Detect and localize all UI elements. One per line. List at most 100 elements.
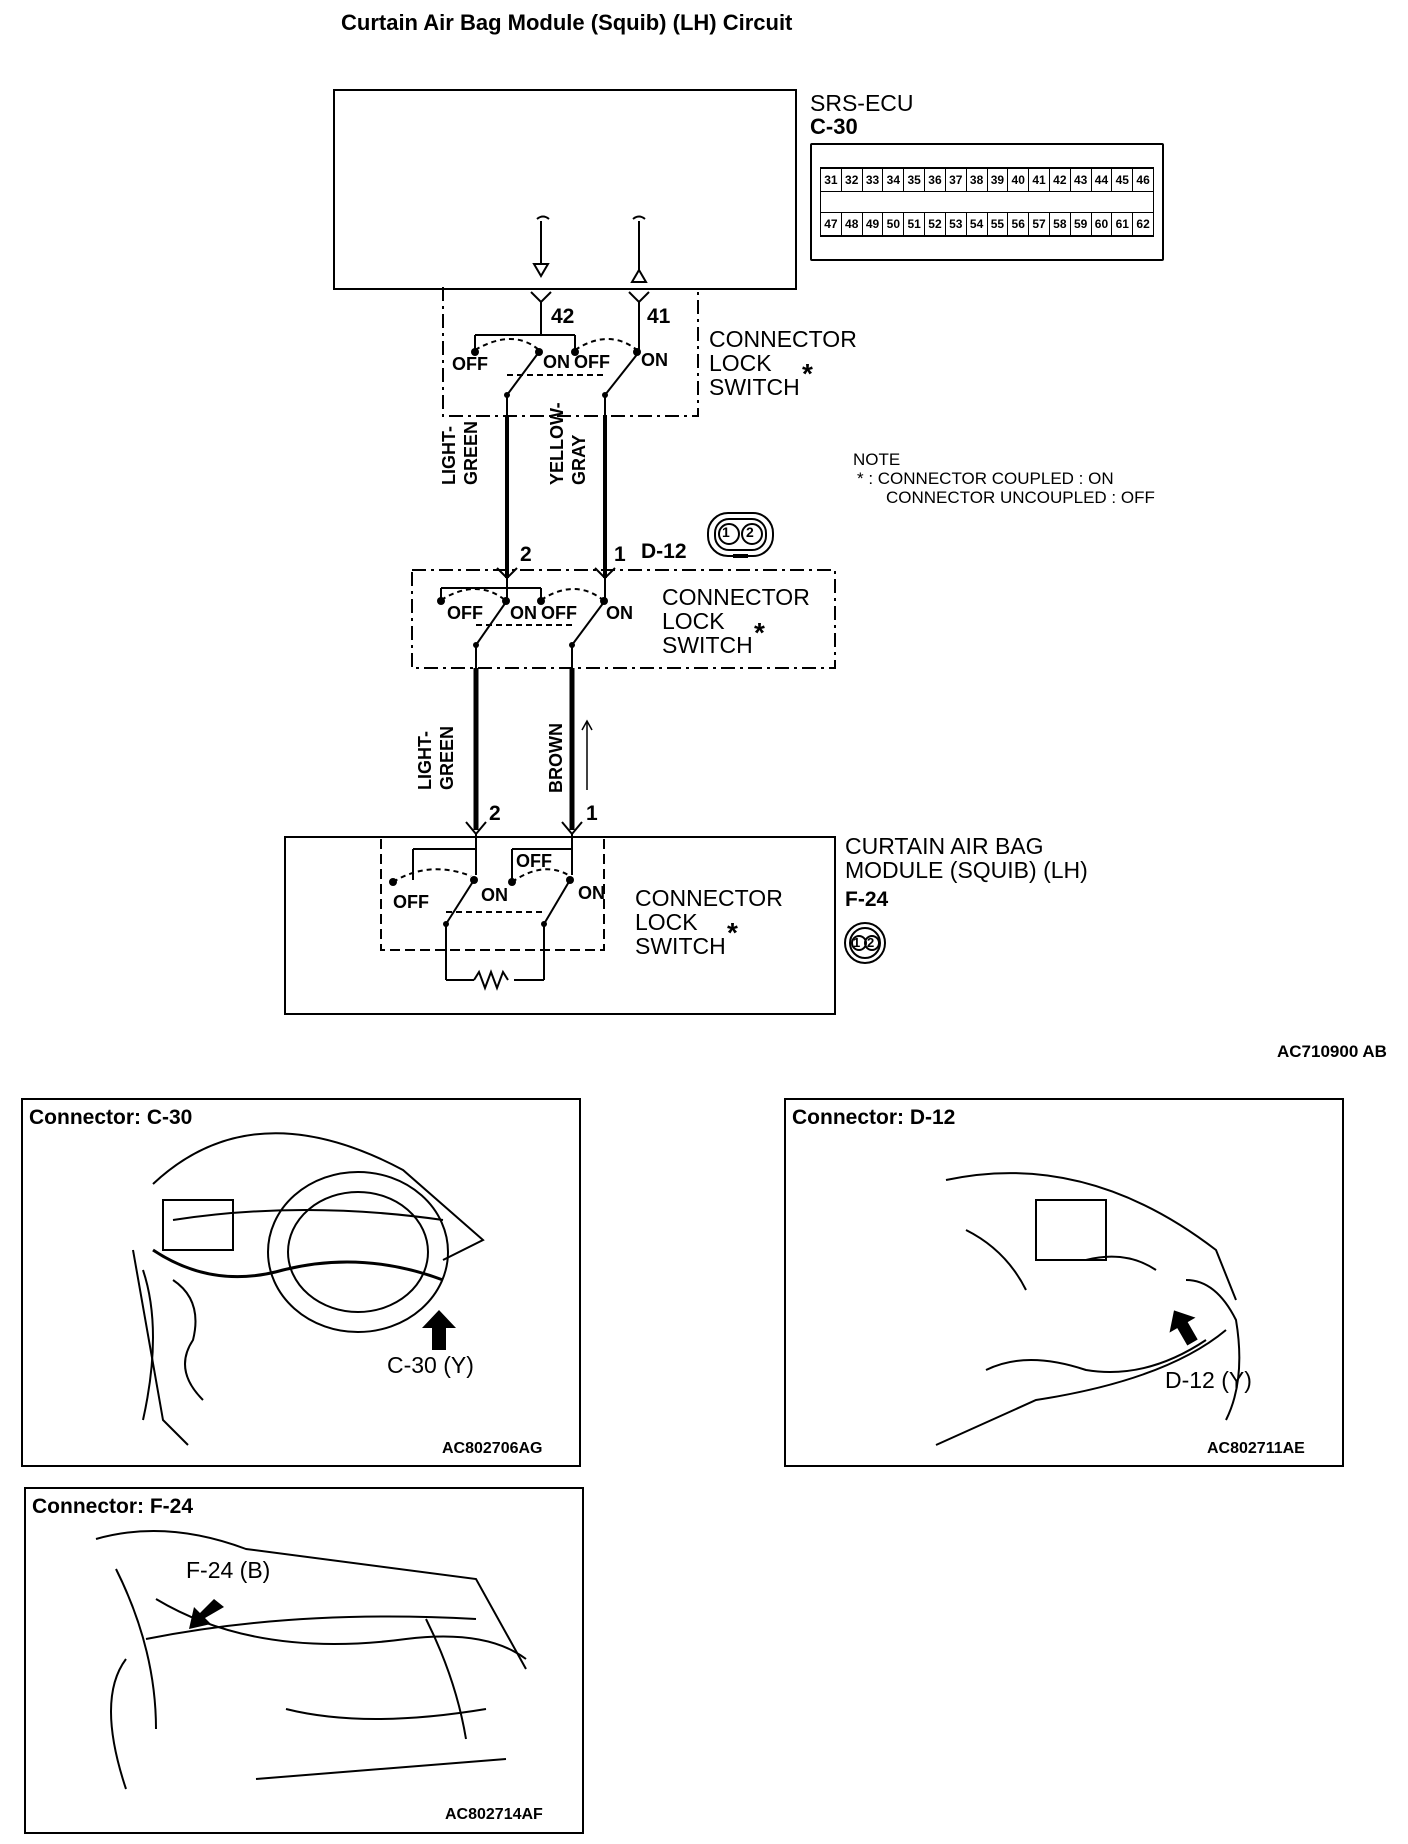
ecu-terminal-41: 41	[647, 305, 671, 328]
mid-asterisk: *	[754, 617, 765, 648]
ecu-connector-code: C-30	[810, 114, 858, 139]
panel-callout: C-30 (Y)	[387, 1352, 474, 1378]
pin-cell: 33	[863, 169, 884, 191]
pin-cell: 37	[946, 169, 967, 191]
ecu-name: SRS-ECU	[810, 90, 914, 116]
wire-label-line: BROWN	[546, 723, 566, 793]
panel-title: Connector: C-30	[29, 1106, 193, 1129]
d12-face-pin-2: 2	[746, 524, 754, 540]
pin-cell: 44	[1092, 169, 1113, 191]
ecu-terminal-42: 42	[551, 305, 575, 328]
f24-pin-1: 1	[586, 802, 598, 825]
f24-pin-2: 2	[489, 802, 501, 825]
upper-on-left: ON	[543, 352, 570, 372]
panel-callout: F-24 (B)	[186, 1557, 271, 1583]
arrow-icon	[422, 1310, 456, 1350]
pin-cell: 59	[1071, 213, 1092, 235]
panel-code: AC802711AE	[1207, 1440, 1305, 1457]
module-switch-label: CONNECTOR LOCK SWITCH	[635, 885, 783, 959]
wire-brown: BROWN	[545, 723, 567, 793]
mid-on-right: ON	[606, 603, 633, 623]
pin-cell: 42	[1050, 169, 1071, 191]
module-asterisk: *	[727, 917, 738, 948]
f24-face-pin-1: 1	[853, 935, 861, 950]
dashboard-illustration	[132, 1132, 485, 1446]
pin-cell: 58	[1050, 213, 1071, 235]
trunk-illustration	[95, 1530, 527, 1790]
wire-light-green-upper: LIGHT- GREEN	[438, 421, 482, 485]
module-name: CURTAIN AIR BAG MODULE (SQUIB) (LH)	[845, 833, 1088, 883]
floor-illustration	[935, 1172, 1241, 1446]
pin-cell: 57	[1029, 213, 1050, 235]
pin-cell: 41	[1029, 169, 1050, 191]
pin-cell: 47	[821, 213, 842, 235]
pin-cell: 61	[1112, 213, 1134, 235]
pin-cell: 56	[1008, 213, 1030, 235]
f24-face-icon	[844, 922, 886, 964]
note-line-2: CONNECTOR UNCOUPLED : OFF	[886, 488, 1155, 507]
wire-label-line: GRAY	[569, 434, 589, 485]
upper-asterisk: *	[802, 358, 813, 389]
pin-cell: 38	[967, 169, 988, 191]
panel-callout: D-12 (Y)	[1165, 1367, 1252, 1393]
pin-cell: 36	[925, 169, 946, 191]
wire-label-line: LIGHT-	[439, 426, 459, 485]
pin-cell: 46	[1136, 173, 1150, 187]
pin-cell: 51	[904, 213, 926, 235]
d12-code: D-12	[641, 540, 687, 563]
pin-cell: 45	[1112, 169, 1134, 191]
upper-switch-label: CONNECTOR LOCK SWITCH	[709, 326, 857, 400]
pin-cell: 60	[1092, 213, 1113, 235]
pin-cell: 32	[842, 169, 863, 191]
pin-cell: 49	[863, 213, 884, 235]
panel-code: AC802714AF	[445, 1806, 543, 1823]
mid-off-right: OFF	[541, 603, 577, 623]
upper-off-right: OFF	[574, 352, 610, 372]
note-line-1: * : CONNECTOR COUPLED : ON	[857, 469, 1114, 488]
wire-light-green-lower: LIGHT- GREEN	[414, 726, 458, 790]
pin-cell: 40	[1008, 169, 1030, 191]
mod-on-left: ON	[481, 885, 508, 905]
upper-off-left: OFF	[452, 354, 488, 374]
panel-title: Connector: F-24	[32, 1495, 194, 1518]
wire-label-line: LIGHT-	[415, 731, 435, 790]
panel-connector-d12: Connector: D-12 D-12 (Y) AC802711AE	[784, 1098, 1344, 1467]
note-heading: NOTE	[853, 450, 901, 469]
diagram-title: Curtain Air Bag Module (Squib) (LH) Circ…	[341, 10, 793, 35]
panel-connector-c30: Connector: C-30 C-30 (Y) AC802706AG	[21, 1098, 581, 1467]
d12-face-icon	[707, 512, 774, 558]
pin-cell: 52	[925, 213, 946, 235]
srs-ecu-box	[333, 89, 797, 290]
wire-label-line: YELLOW-	[547, 402, 567, 485]
pin-cell: 55	[988, 213, 1009, 235]
pin-cell: 54	[967, 213, 988, 235]
mod-on-right: ON	[578, 883, 605, 903]
pin-cell: 53	[946, 213, 967, 235]
pin-cell: 48	[842, 213, 863, 235]
pin-cell: 39	[988, 169, 1009, 191]
wire-label-line: GREEN	[437, 725, 457, 790]
panel-title: Connector: D-12	[792, 1106, 956, 1129]
pin-cell: 34	[883, 169, 905, 191]
pin-cell: 62	[1136, 217, 1150, 231]
arrow-icon	[1169, 1310, 1198, 1346]
mod-off-left: OFF	[393, 892, 429, 912]
mid-off-left: OFF	[447, 603, 483, 623]
mid-on-left: ON	[510, 603, 537, 623]
d12-pin-2: 2	[520, 543, 532, 566]
d12-face-pin-1: 1	[722, 524, 730, 540]
upper-on-right: ON	[641, 350, 668, 370]
pin-cell: 35	[904, 169, 926, 191]
pin-cell: 43	[1071, 169, 1092, 191]
circuit-schematic	[284, 215, 886, 1015]
mod-off-right: OFF	[516, 851, 552, 871]
module-code: F-24	[845, 888, 889, 911]
pin-cell: 50	[883, 213, 905, 235]
panel-connector-f24: Connector: F-24 F-24 (B) AC802714AF	[24, 1487, 584, 1834]
wire-label-line: GREEN	[461, 420, 481, 485]
pin-cell: 31	[821, 169, 842, 191]
panel-code: AC802706AG	[442, 1440, 543, 1457]
wire-yellow-gray: YELLOW- GRAY	[546, 402, 590, 485]
